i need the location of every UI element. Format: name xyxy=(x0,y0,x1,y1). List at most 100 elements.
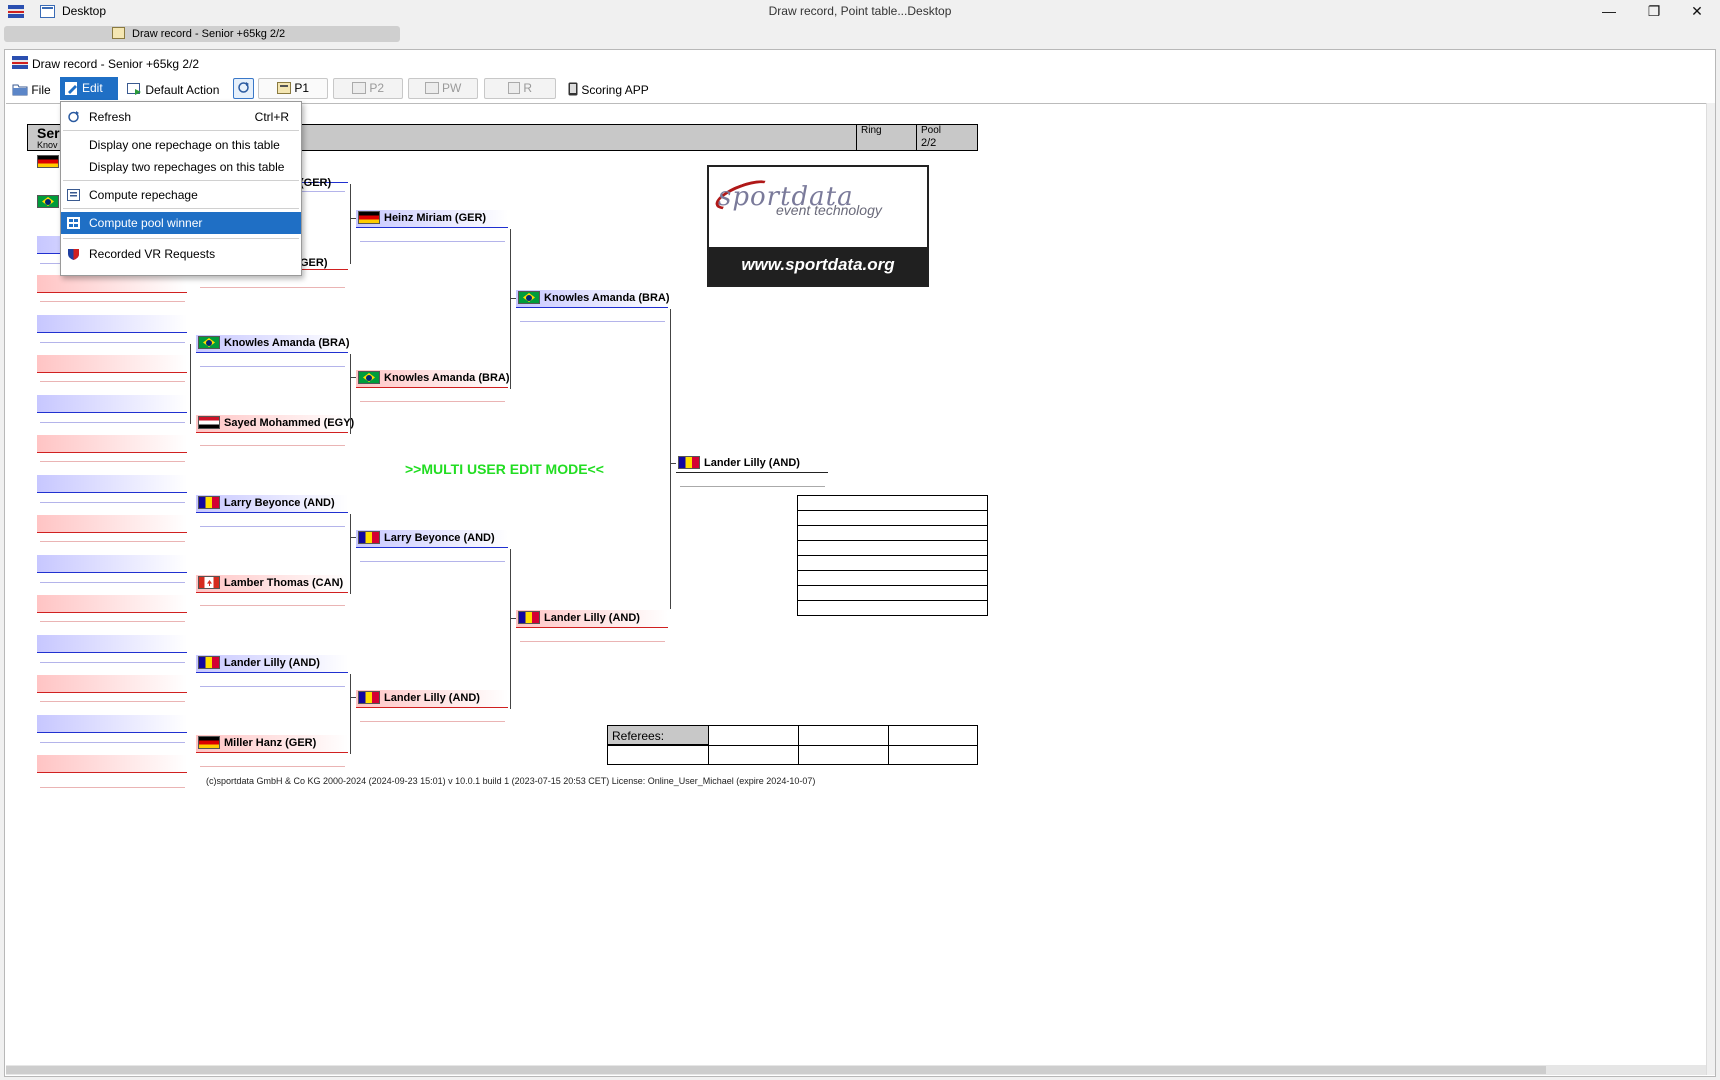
multi-user-mode-label: >>MULTI USER EDIT MODE<< xyxy=(405,461,604,477)
title-bar xyxy=(0,0,1720,24)
menu-item-one-repechage[interactable]: Display one repechage on this table xyxy=(61,134,301,156)
menu-item-label: Display two repechages on this table xyxy=(89,160,285,174)
menu-item-compute-pool-winner[interactable]: Compute pool winner xyxy=(61,212,301,234)
slot-r1-red[interactable] xyxy=(37,675,187,693)
qf-name-a[interactable]: Heinz Miriam (GER) xyxy=(384,212,487,224)
slot-r1-red[interactable] xyxy=(37,435,187,453)
slot-r1-red-line xyxy=(40,621,185,622)
r2-name-e[interactable]: Larry Beyonce (AND) xyxy=(224,497,335,509)
sf-name-a[interactable]: Knowles Amanda (BRA) xyxy=(544,292,670,304)
r2-line xyxy=(200,526,345,527)
edit-menu[interactable]: Edit xyxy=(60,77,118,100)
slot-r1-red[interactable] xyxy=(37,515,187,533)
qf-name-c[interactable]: Larry Beyonce (AND) xyxy=(384,532,495,544)
app-flag-icon xyxy=(8,5,24,18)
qf-slot[interactable] xyxy=(356,370,508,388)
r2-name-a[interactable]: (GER) xyxy=(300,177,332,189)
connector xyxy=(510,618,516,619)
ring-label: Ring xyxy=(861,125,882,136)
slot-r1-blue[interactable] xyxy=(37,555,187,573)
slot-r1-red[interactable] xyxy=(37,755,187,773)
slot-r1-blue-line xyxy=(40,742,185,743)
table-icon xyxy=(67,217,80,229)
r2-name-c[interactable]: Knowles Amanda (BRA) xyxy=(224,337,350,349)
sf-slot[interactable] xyxy=(516,610,668,628)
pw-button[interactable]: PW xyxy=(408,78,478,99)
minimize-button[interactable]: — xyxy=(1602,3,1616,19)
connector xyxy=(350,537,356,538)
r2-slot[interactable] xyxy=(196,655,348,673)
phone-icon xyxy=(568,82,578,96)
menu-item-refresh[interactable]: Refresh Ctrl+R xyxy=(61,106,301,128)
flag-bra xyxy=(37,195,59,208)
final-name[interactable]: Lander Lilly (AND) xyxy=(704,457,800,469)
qf-slot[interactable] xyxy=(356,690,508,708)
file-menu[interactable]: File xyxy=(12,80,51,100)
category-subtitle: Knov xyxy=(37,140,58,150)
refresh-icon xyxy=(68,111,79,123)
task-tab[interactable] xyxy=(4,26,400,42)
footer-license: (c)sportdata GmbH & Co KG 2000-2024 (202… xyxy=(206,776,816,786)
referees-divider xyxy=(607,745,978,746)
connector xyxy=(350,674,351,754)
connector xyxy=(510,298,516,299)
slot-r1-blue[interactable] xyxy=(37,395,187,413)
folder-icon xyxy=(12,84,28,96)
slot-r1-red[interactable] xyxy=(37,595,187,613)
result-row xyxy=(798,496,987,511)
slot-r1-red-line xyxy=(40,381,185,382)
slot-r1-blue[interactable] xyxy=(37,475,187,493)
connector xyxy=(350,377,356,378)
flag-can xyxy=(198,576,220,589)
r-button[interactable]: R xyxy=(484,78,556,99)
flag-ger xyxy=(198,736,220,749)
final-line xyxy=(680,486,825,487)
r2-slot[interactable] xyxy=(196,335,348,353)
result-row xyxy=(798,556,987,571)
ring-cell xyxy=(856,124,916,151)
r2-line xyxy=(200,766,345,767)
window-title: Draw record - Senior +65kg 2/2 xyxy=(32,57,200,71)
p2-button[interactable]: P2 xyxy=(333,78,403,99)
default-action-menu[interactable]: Default Action xyxy=(127,80,219,100)
slot-r1-blue[interactable] xyxy=(37,315,187,333)
menu-item-label: Compute pool winner xyxy=(89,216,203,230)
slot-r1-blue[interactable] xyxy=(37,635,187,653)
r2-name-g[interactable]: Lander Lilly (AND) xyxy=(224,657,320,669)
qf-name-b[interactable]: Knowles Amanda (BRA) xyxy=(384,372,510,384)
r2-name-f[interactable]: Lamber Thomas (CAN) xyxy=(224,577,344,589)
r2-slot[interactable] xyxy=(196,415,348,433)
r2-slot[interactable] xyxy=(196,495,348,513)
refresh-tool-button[interactable] xyxy=(233,78,254,99)
slot-r1-red-line xyxy=(40,301,185,302)
restore-button[interactable]: ❐ xyxy=(1647,3,1661,19)
r2-slot[interactable] xyxy=(196,735,348,753)
logo-tagline: event technology xyxy=(776,202,882,218)
slot-r1-red[interactable] xyxy=(37,275,187,293)
window-flag-icon xyxy=(12,56,28,69)
qf-slot[interactable] xyxy=(356,210,508,228)
r2-name-h[interactable]: Miller Hanz (GER) xyxy=(224,737,317,749)
horizontal-scroll-thumb[interactable] xyxy=(6,1066,1546,1074)
desktop-label[interactable]: Desktop xyxy=(62,4,107,18)
file-menu-label: File xyxy=(31,83,51,97)
sf-slot[interactable] xyxy=(516,290,668,308)
vertical-scrollbar[interactable] xyxy=(1706,103,1715,1075)
r2-name-d[interactable]: Sayed Mohammed (EGY) xyxy=(224,417,355,429)
slot-r1-red[interactable] xyxy=(37,355,187,373)
slot-r1-blue[interactable] xyxy=(37,715,187,733)
p1-button[interactable]: P1 xyxy=(258,78,328,99)
final-slot[interactable] xyxy=(676,455,828,473)
flag-and xyxy=(198,496,220,509)
qf-slot[interactable] xyxy=(356,530,508,548)
r2-slot[interactable] xyxy=(196,575,348,593)
sf-name-b[interactable]: Lander Lilly (AND) xyxy=(544,612,640,624)
close-button[interactable]: ✕ xyxy=(1691,3,1703,19)
menu-separator xyxy=(63,180,299,181)
scoring-app-button[interactable]: Scoring APP xyxy=(568,80,649,100)
menu-item-compute-repechage[interactable]: Compute repechage xyxy=(61,184,301,206)
r2-name-b[interactable]: GER) xyxy=(300,257,328,269)
menu-item-recorded-vr[interactable]: Recorded VR Requests xyxy=(61,243,301,265)
menu-item-two-repechages[interactable]: Display two repechages on this table xyxy=(61,156,301,178)
qf-name-d[interactable]: Lander Lilly (AND) xyxy=(384,692,480,704)
